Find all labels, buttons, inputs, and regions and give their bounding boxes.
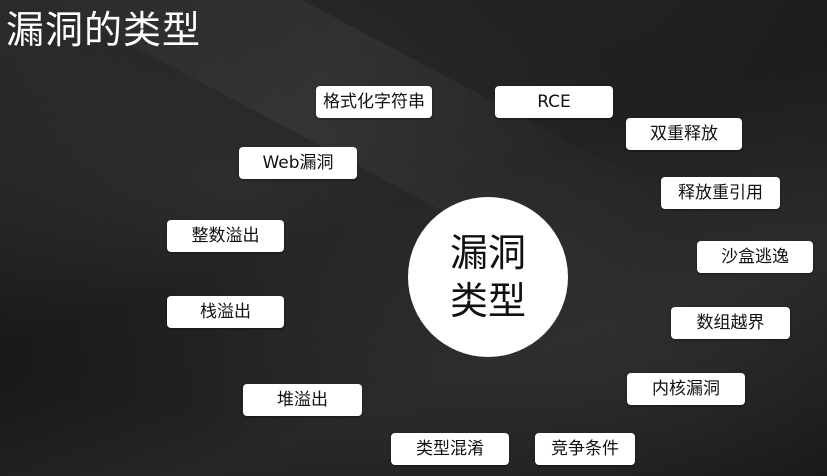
node-kernel-vuln: 内核漏洞 [627, 373, 745, 405]
node-sandbox-escape: 沙盒逃逸 [697, 241, 813, 273]
center-circle: 漏洞 类型 [408, 197, 568, 357]
node-double-free: 双重释放 [626, 118, 742, 150]
node-rce: RCE [495, 86, 613, 118]
node-race-condition: 竞争条件 [535, 433, 635, 465]
center-label-line2: 类型 [449, 279, 526, 323]
slide-title: 漏洞的类型 [6, 8, 202, 52]
center-label-line1: 漏洞 [449, 231, 526, 275]
node-heap-overflow: 堆溢出 [243, 384, 362, 416]
node-format-string: 格式化字符串 [316, 86, 432, 118]
node-type-confusion: 类型混淆 [391, 433, 509, 465]
node-web-vuln: Web漏洞 [239, 147, 357, 179]
node-array-out-of-bounds: 数组越界 [671, 307, 790, 339]
node-stack-overflow: 栈溢出 [167, 296, 284, 328]
node-integer-overflow: 整数溢出 [167, 220, 284, 252]
node-use-after-free: 释放重引用 [661, 177, 780, 209]
